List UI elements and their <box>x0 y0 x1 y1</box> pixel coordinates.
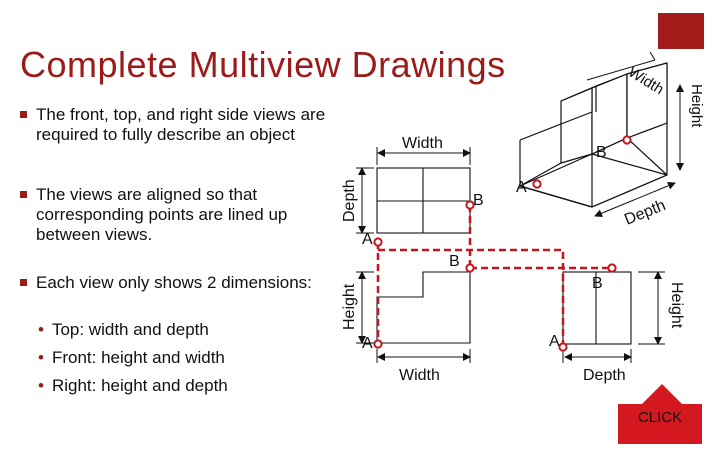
bullet-dot-icon: • <box>38 376 44 395</box>
sub-bullet-item: •Right: height and depth <box>38 376 228 395</box>
point-a-label: A <box>362 231 373 248</box>
projection-lines <box>376 205 614 347</box>
bullet-square-icon <box>20 279 27 286</box>
bullet-dot-icon: • <box>38 348 44 367</box>
right-depth-label: Depth <box>583 367 626 384</box>
bullet-square-icon <box>20 191 27 198</box>
point-b-label: B <box>596 144 607 161</box>
point-b-label: B <box>473 192 484 209</box>
bullet-item: Each view only shows 2 dimensions: <box>20 273 336 293</box>
click-label: CLICK <box>638 409 682 426</box>
top-view <box>376 167 471 234</box>
sub-bullet-item: •Top: width and depth <box>38 320 209 339</box>
bullet-square-icon <box>20 111 27 118</box>
front-height-label: Height <box>341 283 358 330</box>
point-b-label: B <box>592 275 603 292</box>
front-view <box>376 271 471 344</box>
front-width-label: Width <box>399 367 440 384</box>
point-b-label: B <box>449 253 460 270</box>
sub-bullet-item: •Front: height and width <box>38 348 225 367</box>
point-a-label: A <box>549 333 560 350</box>
iso-height-label: Height <box>688 84 705 128</box>
top-width-label: Width <box>402 135 443 152</box>
point-a-label: A <box>516 179 527 196</box>
page-title: Complete Multiview Drawings <box>20 44 506 85</box>
corner-accent <box>658 13 704 49</box>
bullet-item: The front, top, and right side views are… <box>20 105 336 145</box>
click-arrow-icon: CLICK <box>618 384 702 444</box>
click-button[interactable]: CLICK <box>612 382 704 446</box>
point-a-label: A <box>362 335 373 352</box>
bullet-dot-icon: • <box>38 320 44 339</box>
point-markers <box>373 135 632 352</box>
right-height-label: Height <box>668 282 685 329</box>
top-depth-label: Depth <box>341 179 358 222</box>
bullet-item: The views are aligned so that correspond… <box>20 185 336 245</box>
